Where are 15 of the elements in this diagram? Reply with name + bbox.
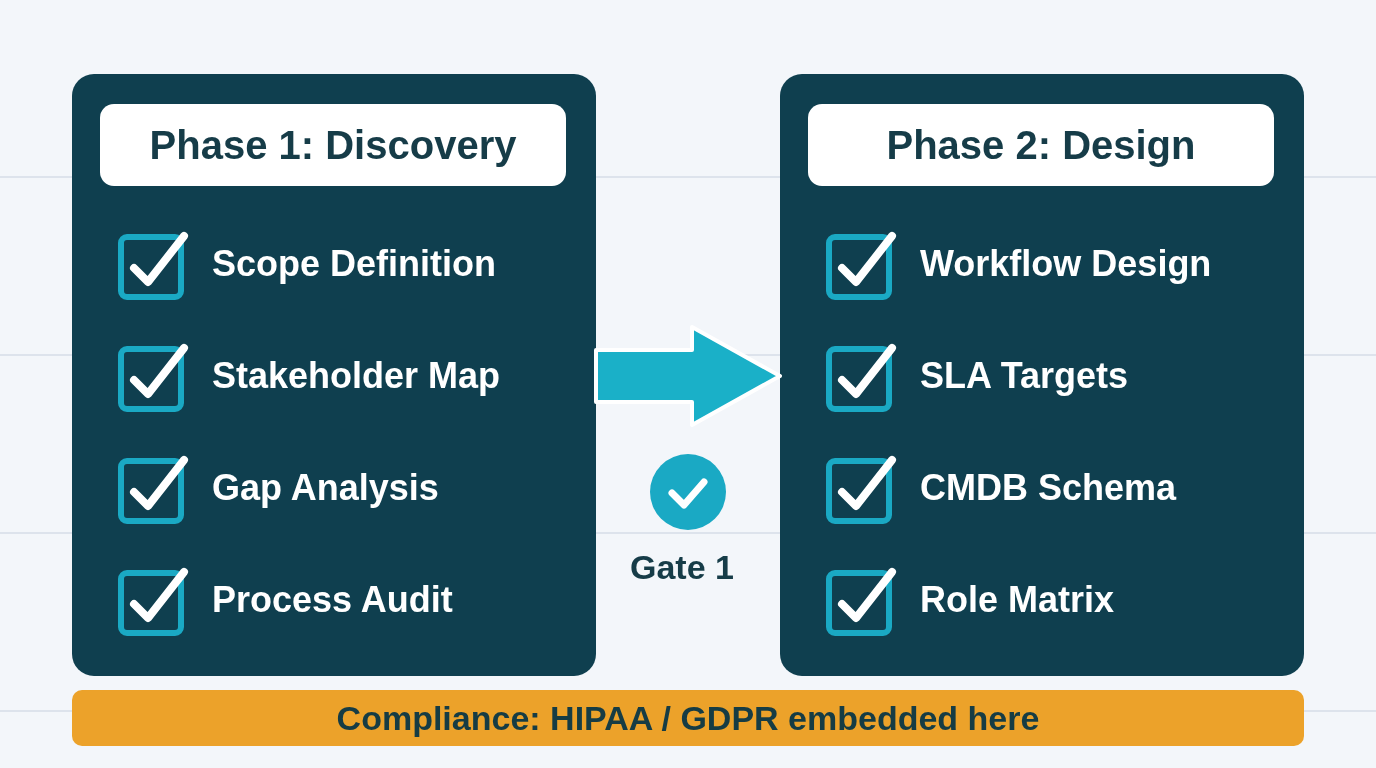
checklist-item: SLA Targets	[920, 354, 1129, 398]
phase-heading: Phase 2: Design	[808, 104, 1274, 186]
phase-heading: Phase 1: Discovery	[100, 104, 566, 186]
phase-panel	[780, 74, 1304, 676]
checklist-item: Scope Definition	[212, 242, 496, 286]
checklist-item: Process Audit	[212, 578, 453, 622]
checklist-item: CMDB Schema	[920, 466, 1177, 510]
compliance-banner: Compliance: HIPAA / GDPR embedded here	[72, 690, 1304, 746]
gate-label: Gate 1	[630, 548, 734, 587]
checklist-item: Workflow Design	[920, 242, 1212, 286]
checklist-item: Gap Analysis	[212, 466, 439, 510]
checklist-item: Stakeholder Map	[212, 354, 501, 398]
checklist-item: Role Matrix	[920, 578, 1115, 622]
phase-panel	[72, 74, 596, 676]
block-arrow	[594, 325, 782, 427]
